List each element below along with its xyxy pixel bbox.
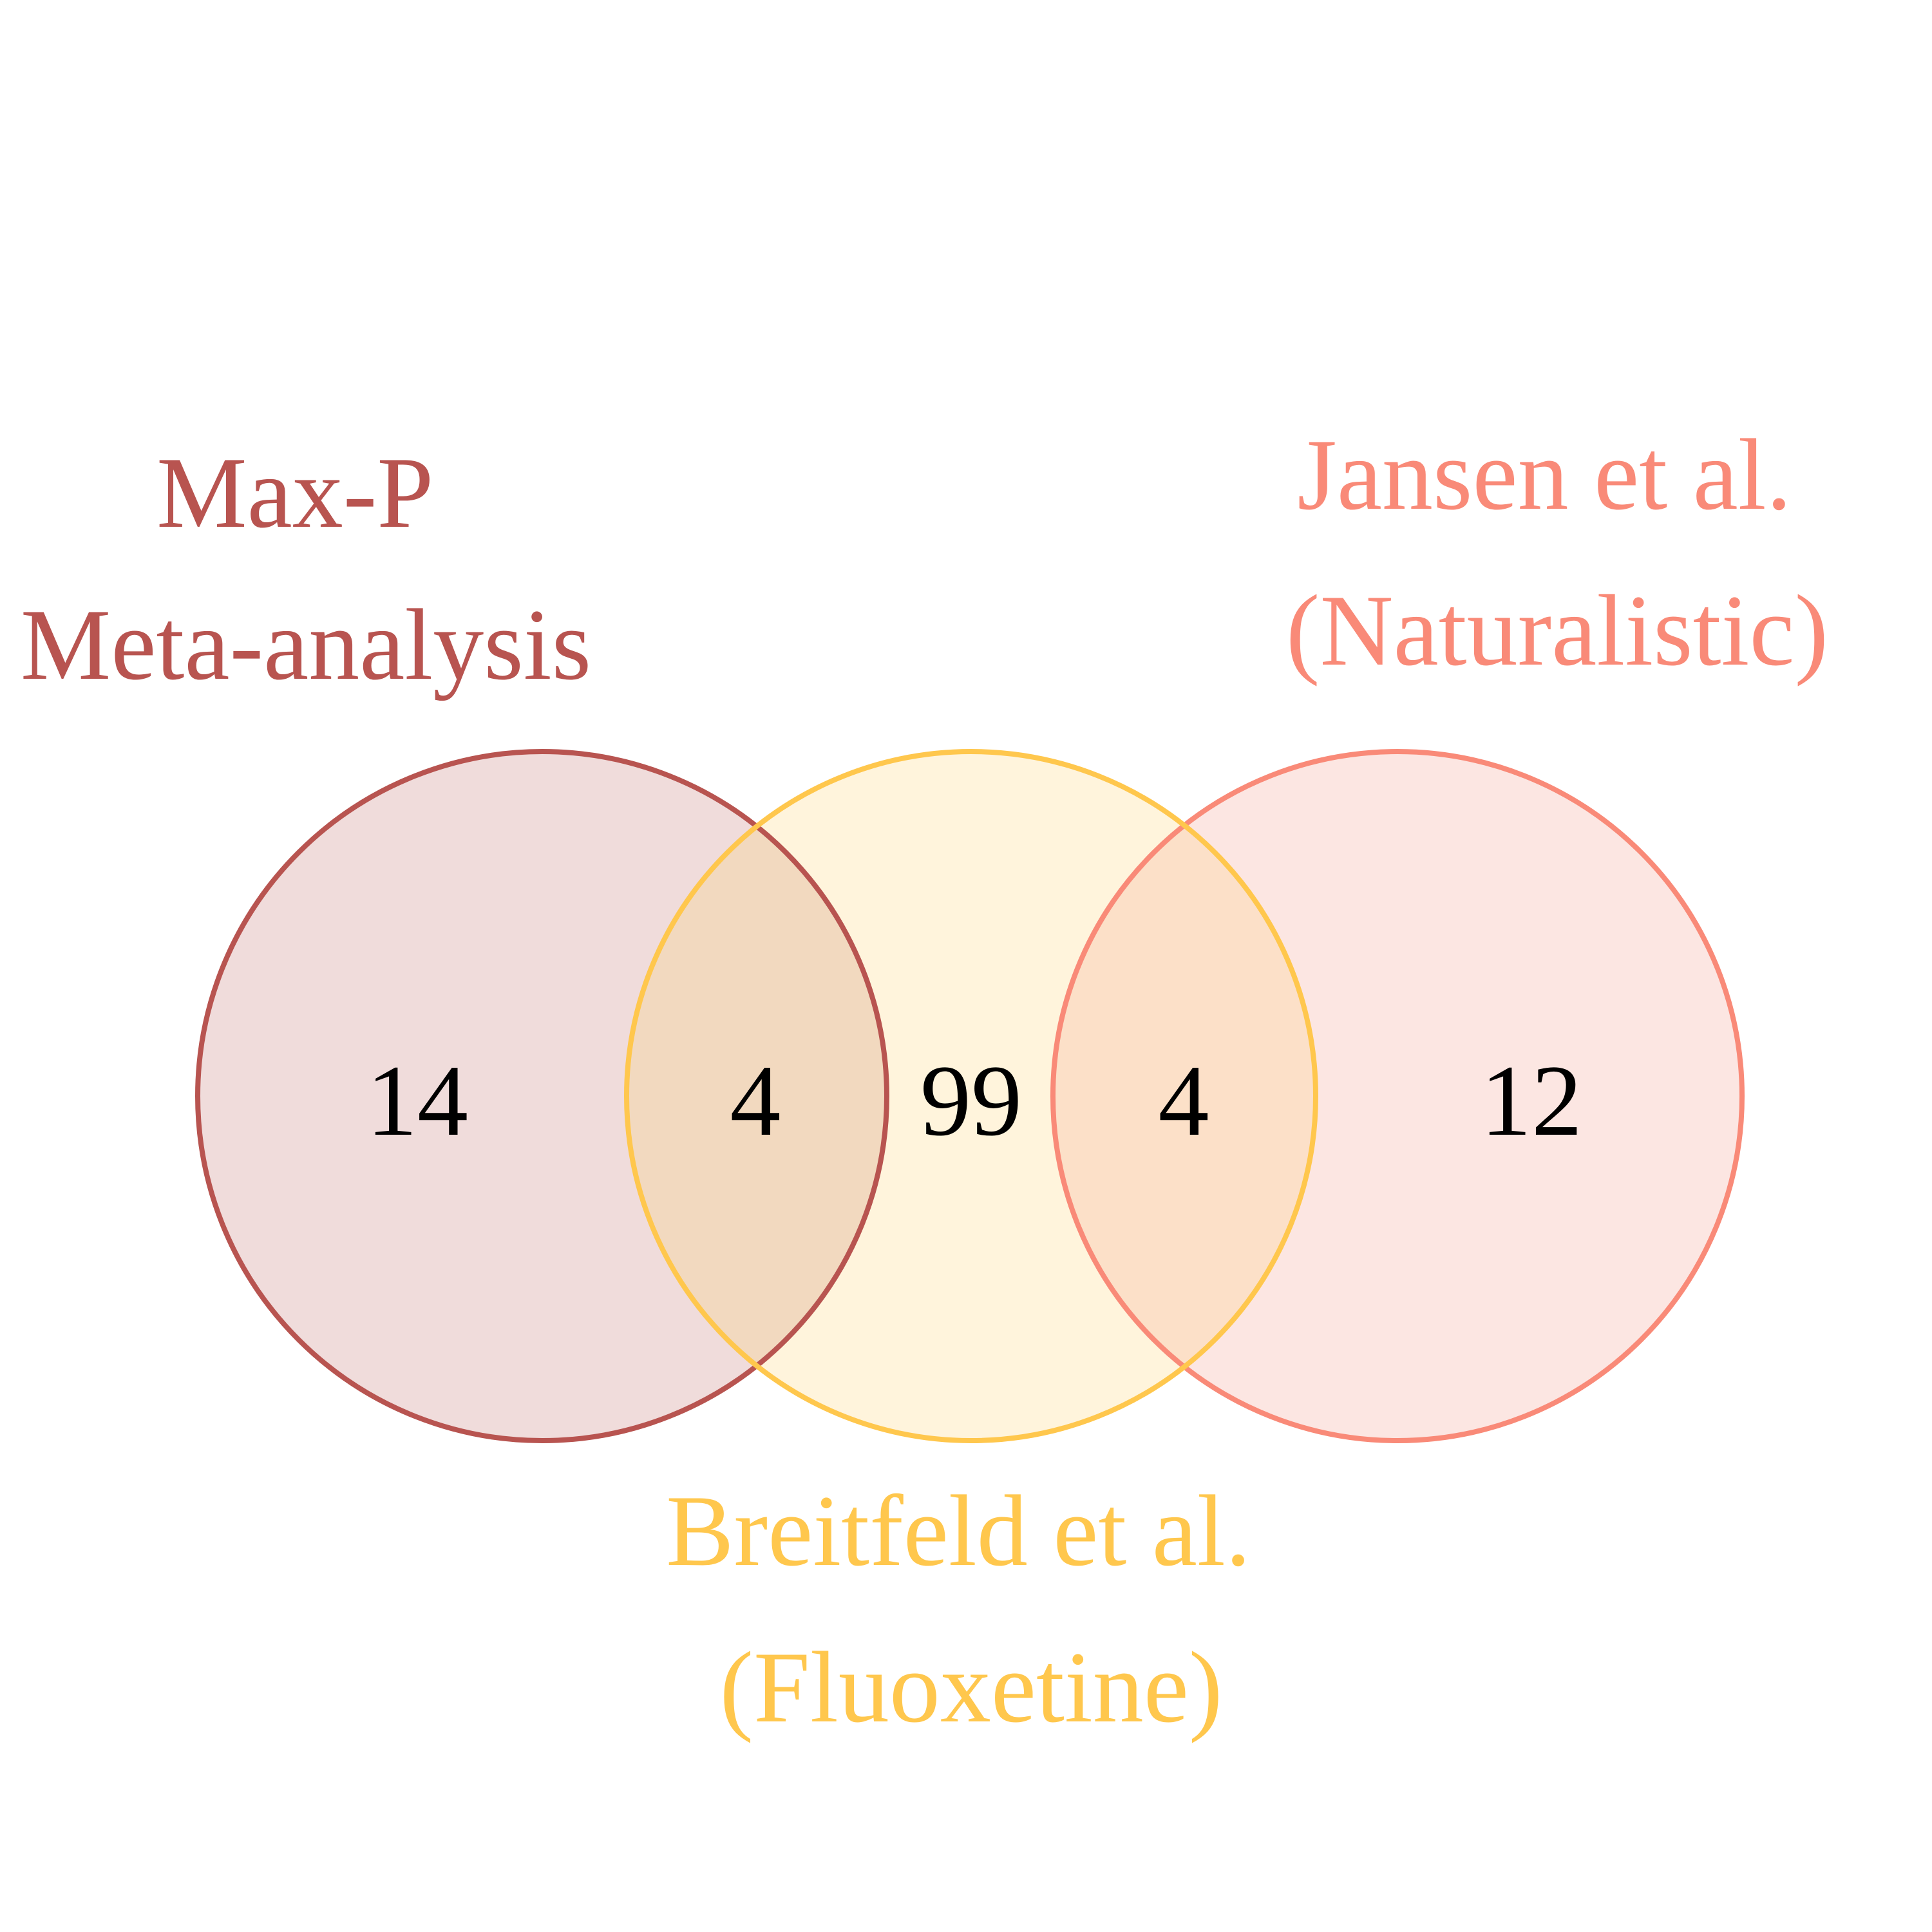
set-c-label: Jansen et al. (Naturalistic) <box>1286 419 1828 687</box>
set-c-label-line-1: Jansen et al. <box>1297 419 1792 531</box>
set-b-label-line-1: Breitfeld et al. <box>666 1475 1251 1587</box>
count-b-only: 99 <box>920 1045 1022 1157</box>
set-c-outline <box>1050 749 1745 1443</box>
count-b-and-c: 4 <box>1159 1045 1209 1157</box>
set-a-outline <box>195 749 889 1443</box>
set-a-label: Max-P Meta-analysis <box>21 437 591 701</box>
set-a-label-line-1: Max-P <box>156 437 430 549</box>
set-b-label: Breitfeld et al. (Fluoxetine) <box>666 1475 1276 1744</box>
set-b-outline <box>624 749 1318 1443</box>
count-a-only: 14 <box>366 1045 468 1157</box>
set-c-label-line-2: (Naturalistic) <box>1286 574 1828 687</box>
overlap-a-b-fill <box>627 752 887 1441</box>
count-a-and-b: 4 <box>730 1045 781 1157</box>
set-a-label-line-2: Meta-analysis <box>21 589 591 701</box>
overlap-b-c-fill <box>1053 752 1316 1441</box>
count-c-only: 12 <box>1481 1045 1582 1157</box>
set-b-label-line-2: (Fluoxetine) <box>719 1631 1222 1744</box>
